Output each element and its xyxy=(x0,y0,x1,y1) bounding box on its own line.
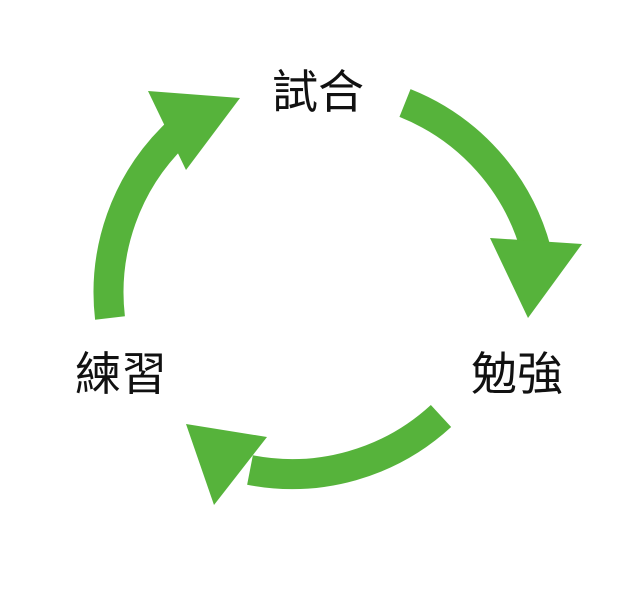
arrow-top-to-right-head xyxy=(490,238,582,318)
stage-label-match: 試合 xyxy=(272,65,364,119)
arrow-left-to-top xyxy=(93,91,240,320)
arrow-right-to-left xyxy=(186,404,452,505)
arrow-left-to-top-shaft xyxy=(93,124,186,320)
arrow-right-to-left-head xyxy=(186,424,267,505)
arrow-right-to-left-shaft xyxy=(247,404,452,489)
stage-label-study: 勉強 xyxy=(471,347,563,401)
stage-label-practice: 練習 xyxy=(75,347,167,401)
arrow-top-to-right xyxy=(399,89,582,318)
arrow-left-to-top-head xyxy=(148,91,240,170)
arrow-top-to-right-shaft xyxy=(399,89,551,255)
